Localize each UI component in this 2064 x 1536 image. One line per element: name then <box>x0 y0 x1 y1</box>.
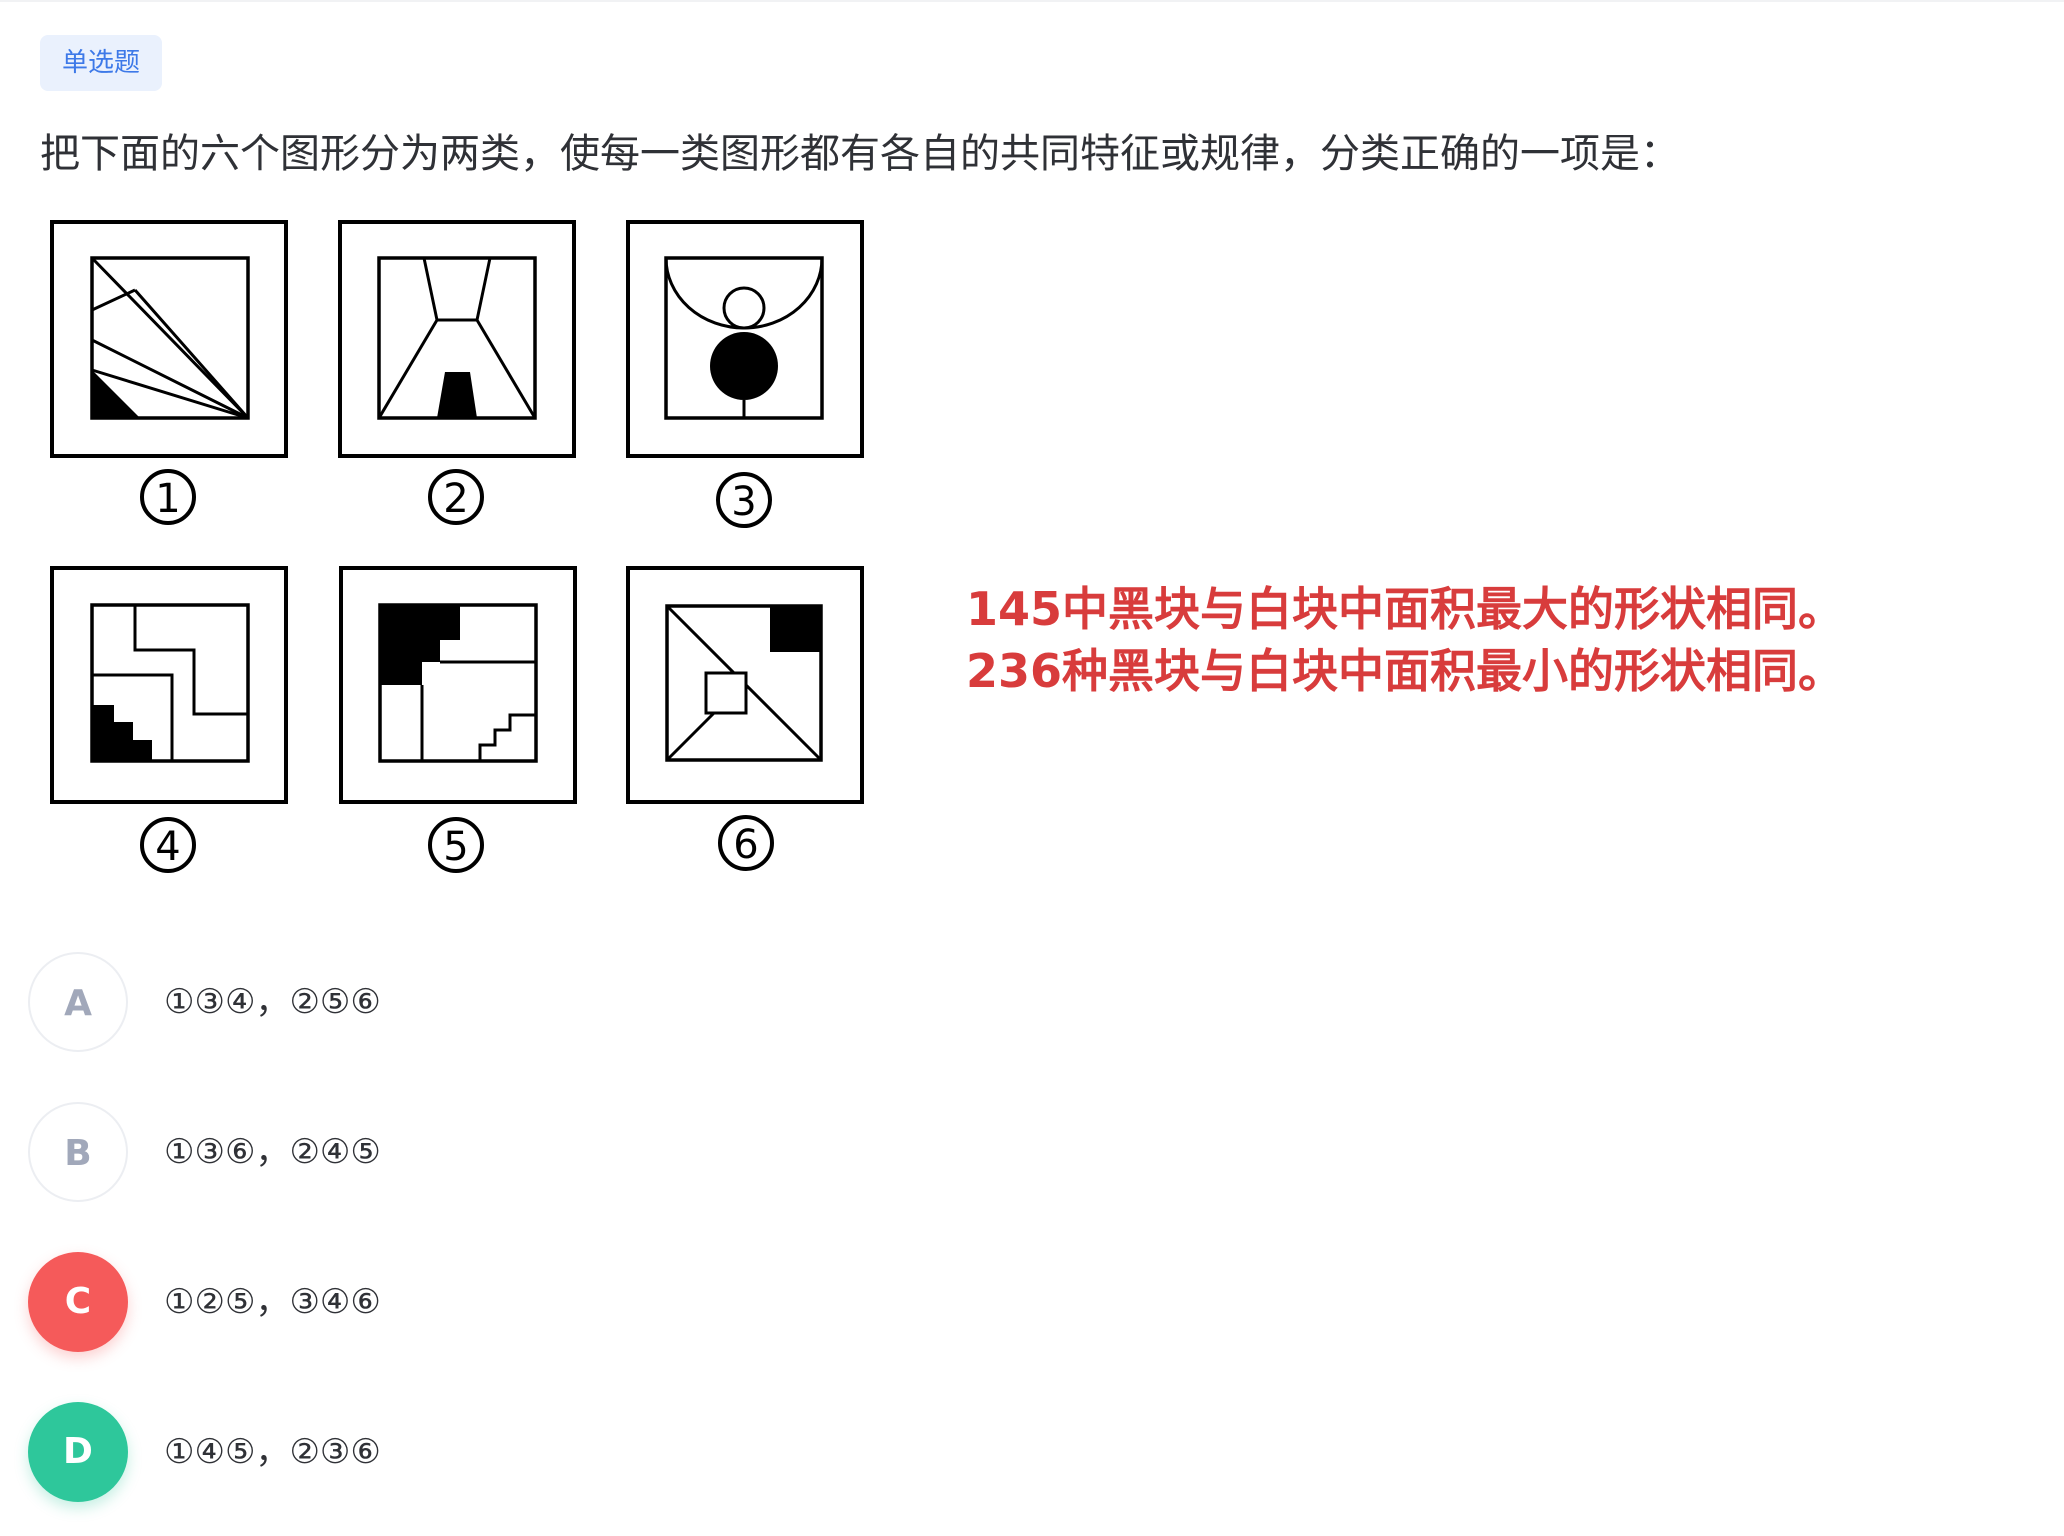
figure-2 <box>338 220 576 458</box>
note-line-1: 145中黑块与白块中面积最大的形状相同。 <box>966 582 1845 636</box>
option-b-text[interactable]: ①③⑥，②④⑤ <box>164 1132 381 1172</box>
svg-text:1: 1 <box>155 476 180 522</box>
svg-text:6: 6 <box>733 822 758 868</box>
option-d-text[interactable]: ①④⑤，②③⑥ <box>164 1432 381 1472</box>
figure-6 <box>626 566 864 804</box>
note-line-2: 236种黑块与白块中面积最小的形状相同。 <box>966 644 1845 698</box>
option-b-badge[interactable]: B <box>28 1102 128 1202</box>
figure-4-label: 4 <box>140 817 196 873</box>
svg-text:3: 3 <box>731 479 756 525</box>
figure-6-label: 6 <box>718 815 774 871</box>
figure-panel: 1 2 3 <box>40 210 880 900</box>
question-type-badge: 单选题 <box>40 35 162 91</box>
figure-3-label: 3 <box>716 472 772 528</box>
option-a[interactable]: A ①③④，②⑤⑥ <box>28 952 1128 1052</box>
option-a-badge[interactable]: A <box>28 952 128 1052</box>
svg-text:2: 2 <box>443 476 468 522</box>
option-c[interactable]: C ①②⑤，③④⑥ <box>28 1252 1128 1352</box>
svg-text:5: 5 <box>443 824 468 870</box>
figure-2-label: 2 <box>428 469 484 525</box>
figure-5 <box>339 566 577 804</box>
option-d-badge-correct[interactable]: D <box>28 1402 128 1502</box>
option-b[interactable]: B ①③⑥，②④⑤ <box>28 1102 1128 1202</box>
figure-4 <box>50 566 288 804</box>
option-d[interactable]: D ①④⑤，②③⑥ <box>28 1402 1128 1502</box>
figure-3 <box>626 220 864 458</box>
option-c-text[interactable]: ①②⑤，③④⑥ <box>164 1282 381 1322</box>
handwritten-note: 145中黑块与白块中面积最大的形状相同。 236种黑块与白块中面积最小的形状相同… <box>966 578 2026 702</box>
svg-text:4: 4 <box>155 824 180 870</box>
option-c-badge-wrong[interactable]: C <box>28 1252 128 1352</box>
figure-1 <box>50 220 288 458</box>
figure-1-label: 1 <box>140 469 196 525</box>
figure-5-label: 5 <box>428 817 484 873</box>
top-divider <box>0 0 2064 2</box>
question-stem: 把下面的六个图形分为两类，使每一类图形都有各自的共同特征或规律，分类正确的一项是… <box>40 131 1680 177</box>
option-a-text[interactable]: ①③④，②⑤⑥ <box>164 982 381 1022</box>
